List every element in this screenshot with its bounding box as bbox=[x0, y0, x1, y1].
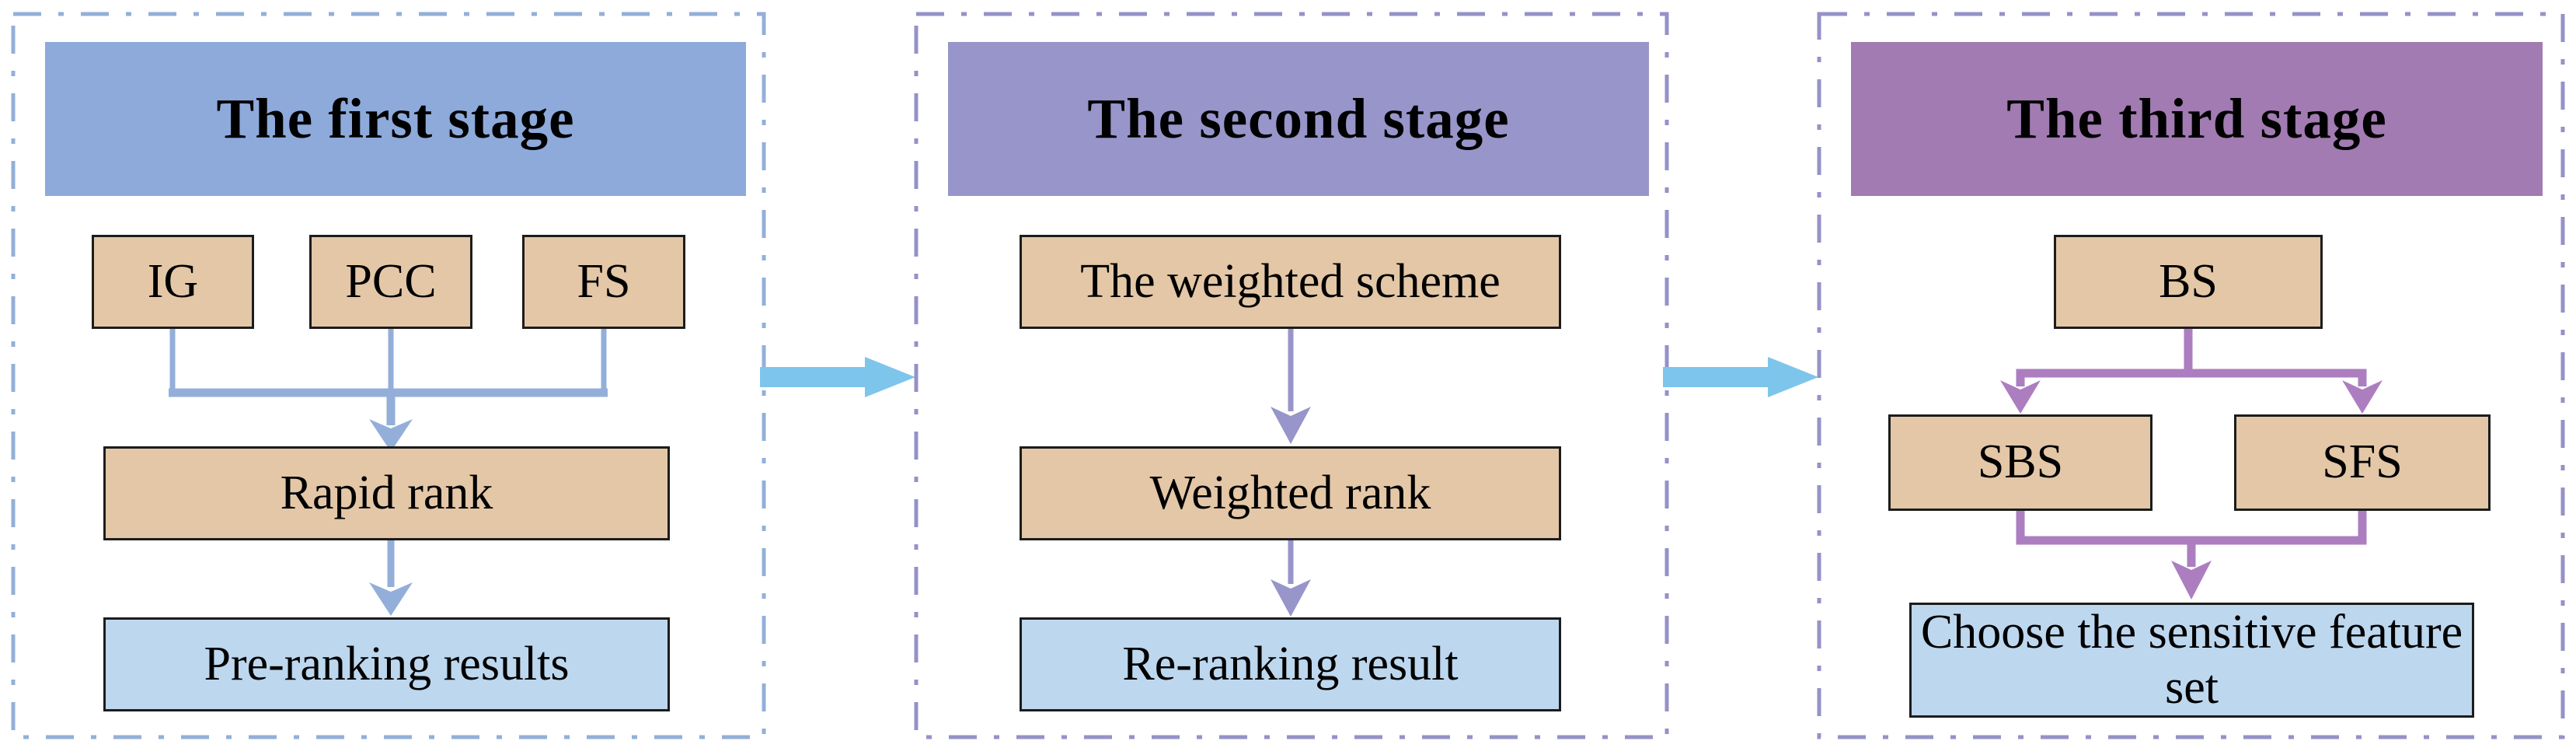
down-arrow-icon bbox=[1271, 407, 1311, 444]
stage1-panel: The first stage IG PCC FS Rapid rank Pre… bbox=[11, 12, 766, 739]
node-weighted-rank: Weighted rank bbox=[1020, 446, 1561, 540]
down-arrow-icon bbox=[2000, 380, 2041, 414]
down-arrow-icon bbox=[2342, 380, 2383, 414]
node-pcc: PCC bbox=[309, 235, 472, 329]
down-arrow-icon bbox=[2171, 561, 2212, 599]
flow-arrow-stage1-to-stage2 bbox=[760, 357, 915, 397]
node-fs: FS bbox=[522, 235, 685, 329]
stage3-panel: The third stage BS SBS SFS Choose the se… bbox=[1817, 12, 2565, 739]
stage2-panel: The second stage The weighted scheme Wei… bbox=[914, 12, 1669, 739]
node-weighted-scheme: The weighted scheme bbox=[1020, 235, 1561, 329]
flow-arrow-stage2-to-stage3 bbox=[1663, 357, 1818, 397]
node-pre-ranking-results: Pre-ranking results bbox=[103, 617, 670, 711]
down-arrow-icon bbox=[1271, 579, 1311, 617]
node-ig: IG bbox=[92, 235, 254, 329]
stage3-title: The third stage bbox=[1851, 42, 2543, 196]
node-sbs: SBS bbox=[1888, 414, 2152, 511]
node-choose-sensitive-feature-set: Choose the sensitive feature set bbox=[1909, 603, 2474, 718]
node-rapid-rank: Rapid rank bbox=[103, 446, 670, 540]
node-sfs: SFS bbox=[2234, 414, 2491, 511]
bs-split-bar bbox=[2016, 369, 2367, 386]
down-arrow-icon bbox=[369, 582, 413, 616]
node-re-ranking-result: Re-ranking result bbox=[1020, 617, 1561, 711]
stage2-title: The second stage bbox=[948, 42, 1649, 196]
stage1-title: The first stage bbox=[45, 42, 746, 196]
sbs-sfs-merge-bar bbox=[2016, 511, 2367, 545]
node-bs: BS bbox=[2054, 235, 2323, 329]
